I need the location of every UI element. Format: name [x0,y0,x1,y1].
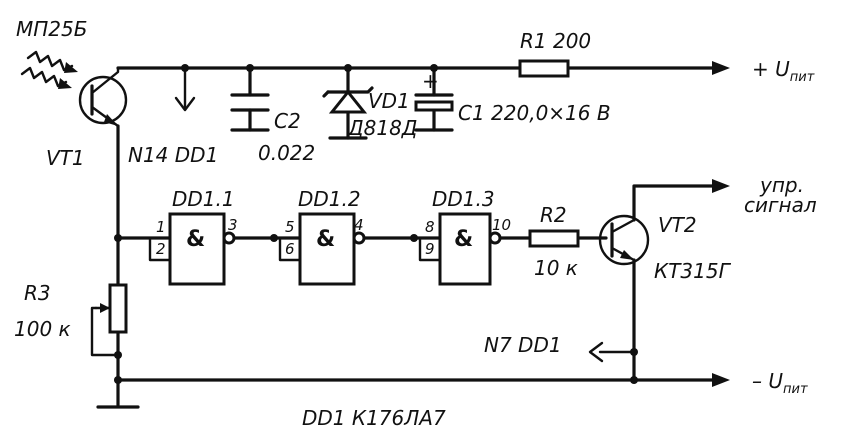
junction-dot [246,64,254,72]
junction-dots [114,64,638,384]
junction-dot [430,64,438,72]
supply-negative-arrow [712,373,730,387]
r3-value-label: 100 к [14,317,71,341]
c2-ref-label: C2 [274,109,301,133]
vt2-type-label: КТ315Г [654,259,732,283]
gate-dd1-1-pin-in2: 2 [156,240,166,258]
c1-polarity-mark: + [422,69,439,93]
gate-dd1-1-ref: DD1.1 [172,187,235,211]
junction-dot [630,376,638,384]
gate-dd1-3-pin-in2: 9 [425,240,435,258]
gate-dd1-2-pin-in2: 6 [285,240,295,258]
gate-dd1-3-pin-out: 10 [492,216,511,234]
power-pin-arrow [174,66,196,112]
capacitor-c1 [414,93,454,132]
capacitor-c2 [230,93,270,132]
supply-positive-label: + Uпит [752,57,815,85]
control-signal-line2: сигнал [744,193,817,217]
junction-dot [270,234,278,242]
r3-wiper [94,303,112,313]
c1-label: C1 220,0×16 В [458,101,611,125]
junction-dot [410,234,418,242]
junction-dot [114,351,122,359]
control-signal-line1: упр. [759,173,804,197]
junction-dot [630,348,638,356]
gate-dd1-3 [438,212,502,286]
variable-resistor-r3 [108,283,128,334]
gate-dd1-2 [298,212,366,286]
light-ray-icon [20,66,68,88]
chip-caption: DD1 К176ЛА7 [302,406,446,430]
power-pin-label: N14 DD1 [128,143,218,167]
gate-dd1-3-ref: DD1.3 [432,187,495,211]
gate-dd1-3-pin-in1: 8 [425,218,435,236]
ground-pin-label: N7 DD1 [484,333,562,357]
vt1-ref-label: VT1 [46,146,85,170]
gate-dd1-1-pin-in1: 1 [156,218,166,236]
control-signal-arrow [712,179,730,193]
r3-ref-label: R3 [24,281,51,305]
vd1-ref-label: VD1 [368,89,410,113]
light-ray-icon [26,50,74,72]
ground-pin-arrow [588,341,604,363]
junction-dot [114,376,122,384]
gate-dd1-1-pin-out: 3 [228,216,238,234]
c2-value-label: 0.022 [258,141,315,165]
supply-positive-arrow [712,61,730,75]
resistor-r2 [528,229,580,248]
r2-value-label: 10 к [534,256,578,280]
junction-dot [114,234,122,242]
vd1-type-label: Д818Д [347,116,417,140]
resistor-r1 [518,59,570,78]
gate-dd1-2-pin-in1: 5 [285,218,295,236]
vt2-ref-label: VT2 [658,213,697,237]
junction-dot [344,64,352,72]
supply-negative-label: – Uпит [752,369,808,397]
gate-dd1-3-symbol: & [454,227,473,252]
gate-dd1-1 [168,212,236,286]
zener-diode-vd1 [322,86,374,140]
wires [90,66,717,407]
vt2-transistor [598,214,650,266]
vt1-phototransistor [20,50,128,128]
gate-dd1-2-pin-out: 4 [354,216,364,234]
r1-label: R1 200 [520,29,591,53]
gate-dd1-1-symbol: & [186,227,205,252]
r2-ref-label: R2 [540,203,567,227]
gate-dd1-2-symbol: & [316,227,335,252]
vt1-type-label: МП25Б [16,17,87,41]
gate-dd1-2-ref: DD1.2 [298,187,361,211]
